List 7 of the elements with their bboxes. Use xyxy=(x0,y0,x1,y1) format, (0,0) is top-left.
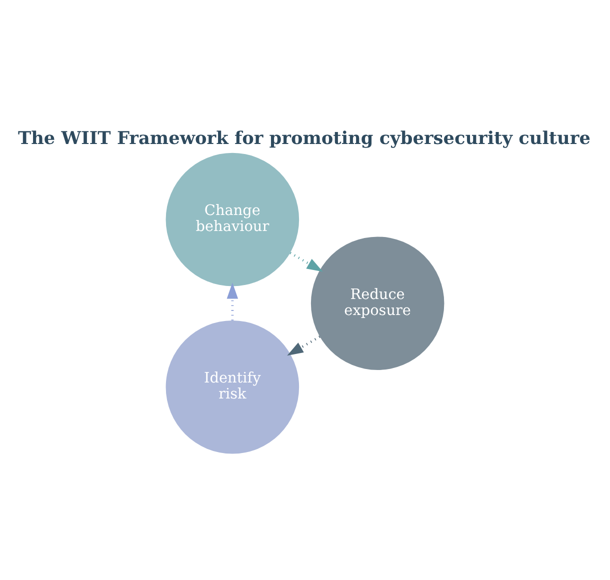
node-circle: Identify risk xyxy=(166,320,300,454)
arrow xyxy=(287,335,320,356)
arrow xyxy=(290,251,323,272)
arrow xyxy=(226,282,238,320)
node-circle: Reduce exposure xyxy=(310,236,444,370)
node-circle: Change behaviour xyxy=(166,152,300,286)
diagram-title: The WIIT Framework for promoting cybersecurity culture xyxy=(18,127,590,148)
